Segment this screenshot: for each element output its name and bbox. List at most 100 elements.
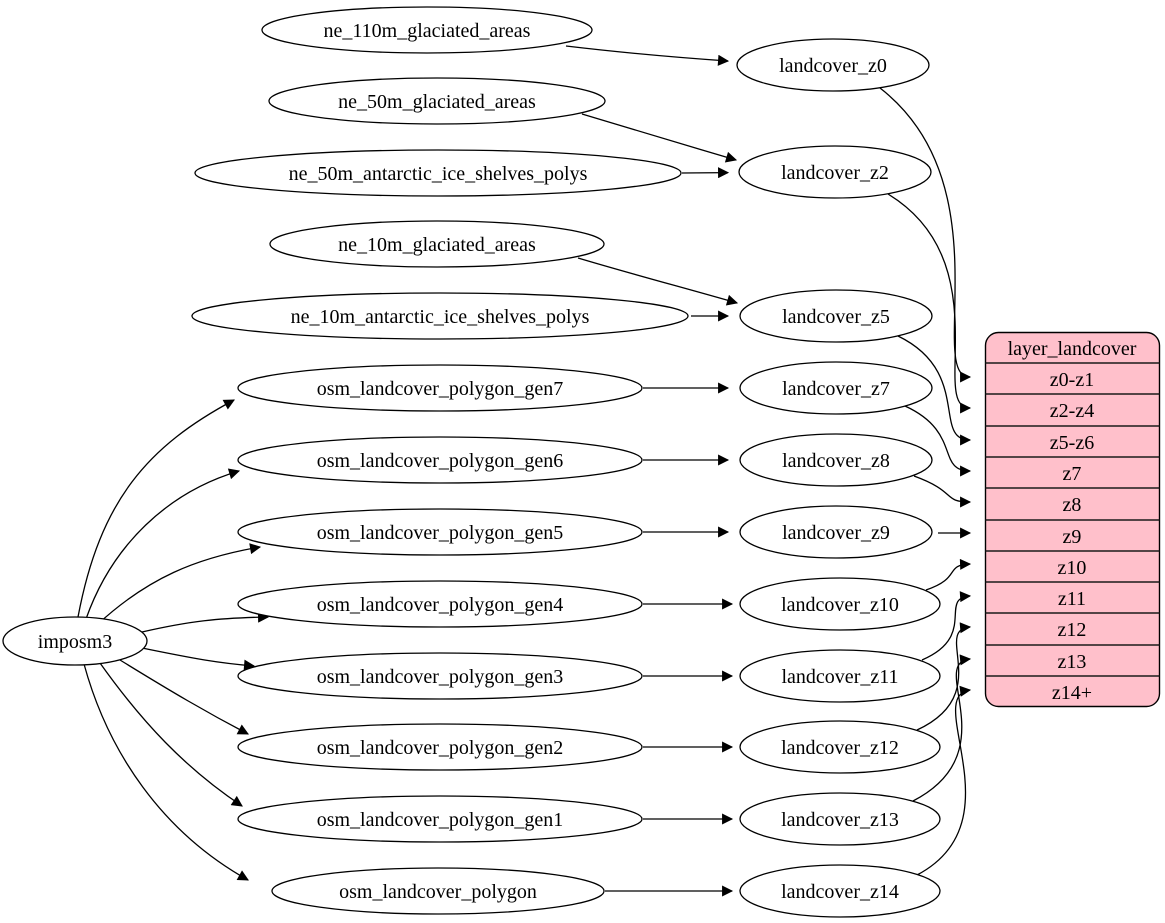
table-row-label: z7 [1063,463,1082,485]
node-landcover-z12: landcover_z12 [739,720,941,774]
node-label: ne_10m_glaciated_areas [338,234,536,256]
node-shape [738,145,932,199]
node-shape [736,38,930,92]
node-shape [237,652,643,700]
node-label: landcover_z12 [781,737,899,759]
node-shape [237,436,643,484]
node-osm-landcover-polygon-gen6: osm_landcover_polygon_gen6 [237,436,643,484]
edge-z11-row-z11 [921,591,972,661]
node-landcover-z5: landcover_z5 [739,289,933,343]
node-shape [739,361,933,415]
table-header-label: layer_landcover [1008,338,1137,360]
node-label: osm_landcover_polygon_gen7 [317,378,564,400]
node-shape [269,220,605,268]
node-osm-landcover-polygon-gen4: osm_landcover_polygon_gen4 [237,580,643,628]
node-landcover-z0: landcover_z0 [736,38,930,92]
node-ne-50m-glaciated-areas: ne_50m_glaciated_areas [268,77,606,125]
node-shape [739,433,933,487]
node-landcover-z7: landcover_z7 [739,361,933,415]
node-label: landcover_z8 [782,450,890,472]
node-label: landcover_z13 [781,809,899,831]
node-label: landcover_z0 [779,55,887,77]
node-shape [237,795,643,843]
node-label: landcover_z7 [782,378,890,400]
edge-imposm3-gen5 [97,543,262,625]
node-landcover-z11: landcover_z11 [739,649,941,703]
node-label: osm_landcover_polygon_gen1 [317,809,564,831]
node-osm-landcover-polygon: osm_landcover_polygon [271,867,605,915]
node-label: osm_landcover_polygon_gen3 [317,666,564,688]
node-ne-10m-antarctic-ice-shelves-polys: ne_10m_antarctic_ice_shelves_polys [191,292,689,340]
node-ne-110m-glaciated-areas: ne_110m_glaciated_areas [261,6,593,54]
edge-z7-row-z7 [904,405,972,477]
table-row-label: z14+ [1052,682,1092,704]
node-imposm3-shape [2,616,148,666]
table-row-label: z0-z1 [1050,369,1094,391]
node-label: landcover_z9 [782,522,890,544]
node-landcover-z14: landcover_z14 [739,864,941,918]
table-layer-landcover: layer_landcover z0-z1 z2-z4 z5-z6 z7 z8 … [984,331,1161,708]
node-label: osm_landcover_polygon_gen6 [317,450,564,472]
node-shape [191,292,689,340]
node-label: osm_landcover_polygon_gen2 [317,737,564,759]
node-label: landcover_z14 [781,881,899,903]
node-label: osm_landcover_polygon [339,881,537,903]
node-shape [739,720,941,774]
node-label: landcover_z2 [781,162,889,184]
edge-ne10mg-z5 [577,257,739,306]
edge-imposm3-gen3 [141,647,256,671]
node-osm-landcover-polygon-gen5: osm_landcover_polygon_gen5 [237,508,643,556]
table-row-label: z5-z6 [1050,432,1094,454]
node-label: osm_landcover_polygon_gen4 [317,594,564,616]
node-osm-landcover-polygon-gen7: osm_landcover_polygon_gen7 [237,364,643,412]
node-label: landcover_z10 [781,594,899,616]
edge-imposm3-polygon [83,663,249,881]
node-shape [271,867,605,915]
table-row-label: z2-z4 [1050,400,1094,422]
node-label: ne_50m_glaciated_areas [338,91,536,113]
node-shape [739,505,933,559]
node-shape [237,723,643,771]
edge-z8-row-z8 [913,475,972,508]
node-shape [261,6,593,54]
node-ne-50m-antarctic-ice-shelves-polys: ne_50m_antarctic_ice_shelves_polys [194,149,682,197]
node-landcover-z2: landcover_z2 [738,145,932,199]
table-row-label: z13 [1058,651,1087,673]
table-row-label: z12 [1058,619,1087,641]
table-row-label: z11 [1058,588,1086,610]
node-imposm3: imposm3 [2,616,148,666]
edge-z2-row-z2z4 [887,193,972,414]
node-shape [194,149,682,197]
node-label: ne_110m_glaciated_areas [324,20,531,42]
table-row-label: z9 [1063,526,1082,548]
node-osm-landcover-polygon-gen2: osm_landcover_polygon_gen2 [237,723,643,771]
edge-imposm3-gen1 [99,662,243,807]
node-shape [739,289,933,343]
edge-ne50mg-z2 [581,113,738,163]
node-landcover-z9: landcover_z9 [739,505,933,559]
edge-imposm3-gen2 [119,659,249,735]
node-ne-10m-glaciated-areas: ne_10m_glaciated_areas [269,220,605,268]
edges-source-to-stage [565,45,739,897]
node-imposm3-label: imposm3 [38,631,112,653]
node-landcover-z13: landcover_z13 [739,792,941,846]
node-shape [237,364,643,412]
node-osm-landcover-polygon-gen3: osm_landcover_polygon_gen3 [237,652,643,700]
table-row-label: z8 [1063,494,1082,516]
edge-imposm3-gen7 [77,399,235,618]
node-shape [739,864,941,918]
table-row-label: z10 [1058,557,1087,579]
node-label: osm_landcover_polygon_gen5 [317,522,564,544]
node-shape [237,580,643,628]
node-shape [237,508,643,556]
node-label: ne_10m_antarctic_ice_shelves_polys [291,306,590,328]
edge-z5-row-z5z6 [897,335,972,446]
node-label: landcover_z5 [782,306,890,328]
edges-imposm3-fanout [77,399,270,881]
node-shape [739,577,941,631]
edge-z13-row-z13 [912,654,972,802]
edge-ne110m-z0 [565,45,730,66]
node-label: ne_50m_antarctic_ice_shelves_polys [289,163,588,185]
